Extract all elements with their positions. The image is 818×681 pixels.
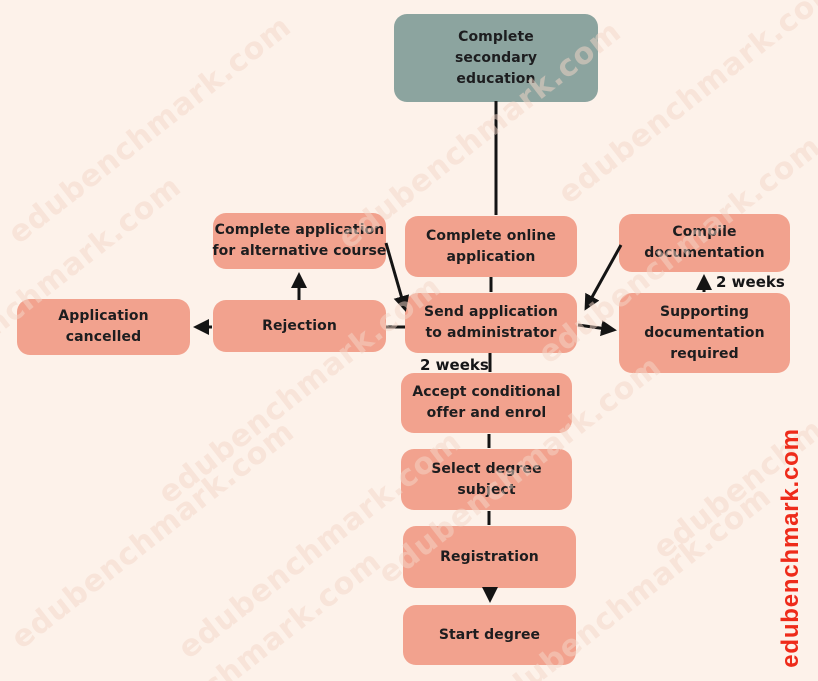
node-rejection: Rejection: [213, 300, 386, 352]
node-complete-online-application: Complete online application: [405, 216, 577, 277]
node-supporting-documentation-required: Supporting documentation required: [619, 293, 790, 373]
node-compile-documentation: Compile documentation: [619, 214, 790, 272]
connector-send-to-supporting: [577, 320, 617, 337]
node-select-degree-subject: Select degree subject: [401, 449, 572, 510]
edge-label-two-weeks-left: 2 weeks: [420, 356, 489, 374]
node-complete-secondary-education: Complete secondary education: [394, 14, 598, 102]
watermark-text: edubenchmark.com: [91, 543, 389, 681]
watermark-text: edubenchmark.com: [4, 413, 302, 657]
node-complete-application-alternative: Complete application for alternative cou…: [212, 213, 386, 269]
node-start-degree: Start degree: [403, 605, 576, 665]
node-application-cancelled: Application cancelled: [17, 299, 190, 355]
node-registration: Registration: [403, 526, 576, 588]
node-accept-conditional-offer: Accept conditional offer and enrol: [401, 373, 572, 433]
connector-alternative-to-send: [384, 242, 410, 312]
node-send-application-administrator: Send application to administrator: [405, 293, 577, 353]
edge-label-two-weeks-right: 2 weeks: [716, 273, 785, 291]
watermark-text: edubenchmark.com: [0, 168, 189, 412]
site-watermark-vertical: edubenchmark.com: [777, 428, 804, 668]
connector-compile-to-send: [584, 244, 623, 311]
